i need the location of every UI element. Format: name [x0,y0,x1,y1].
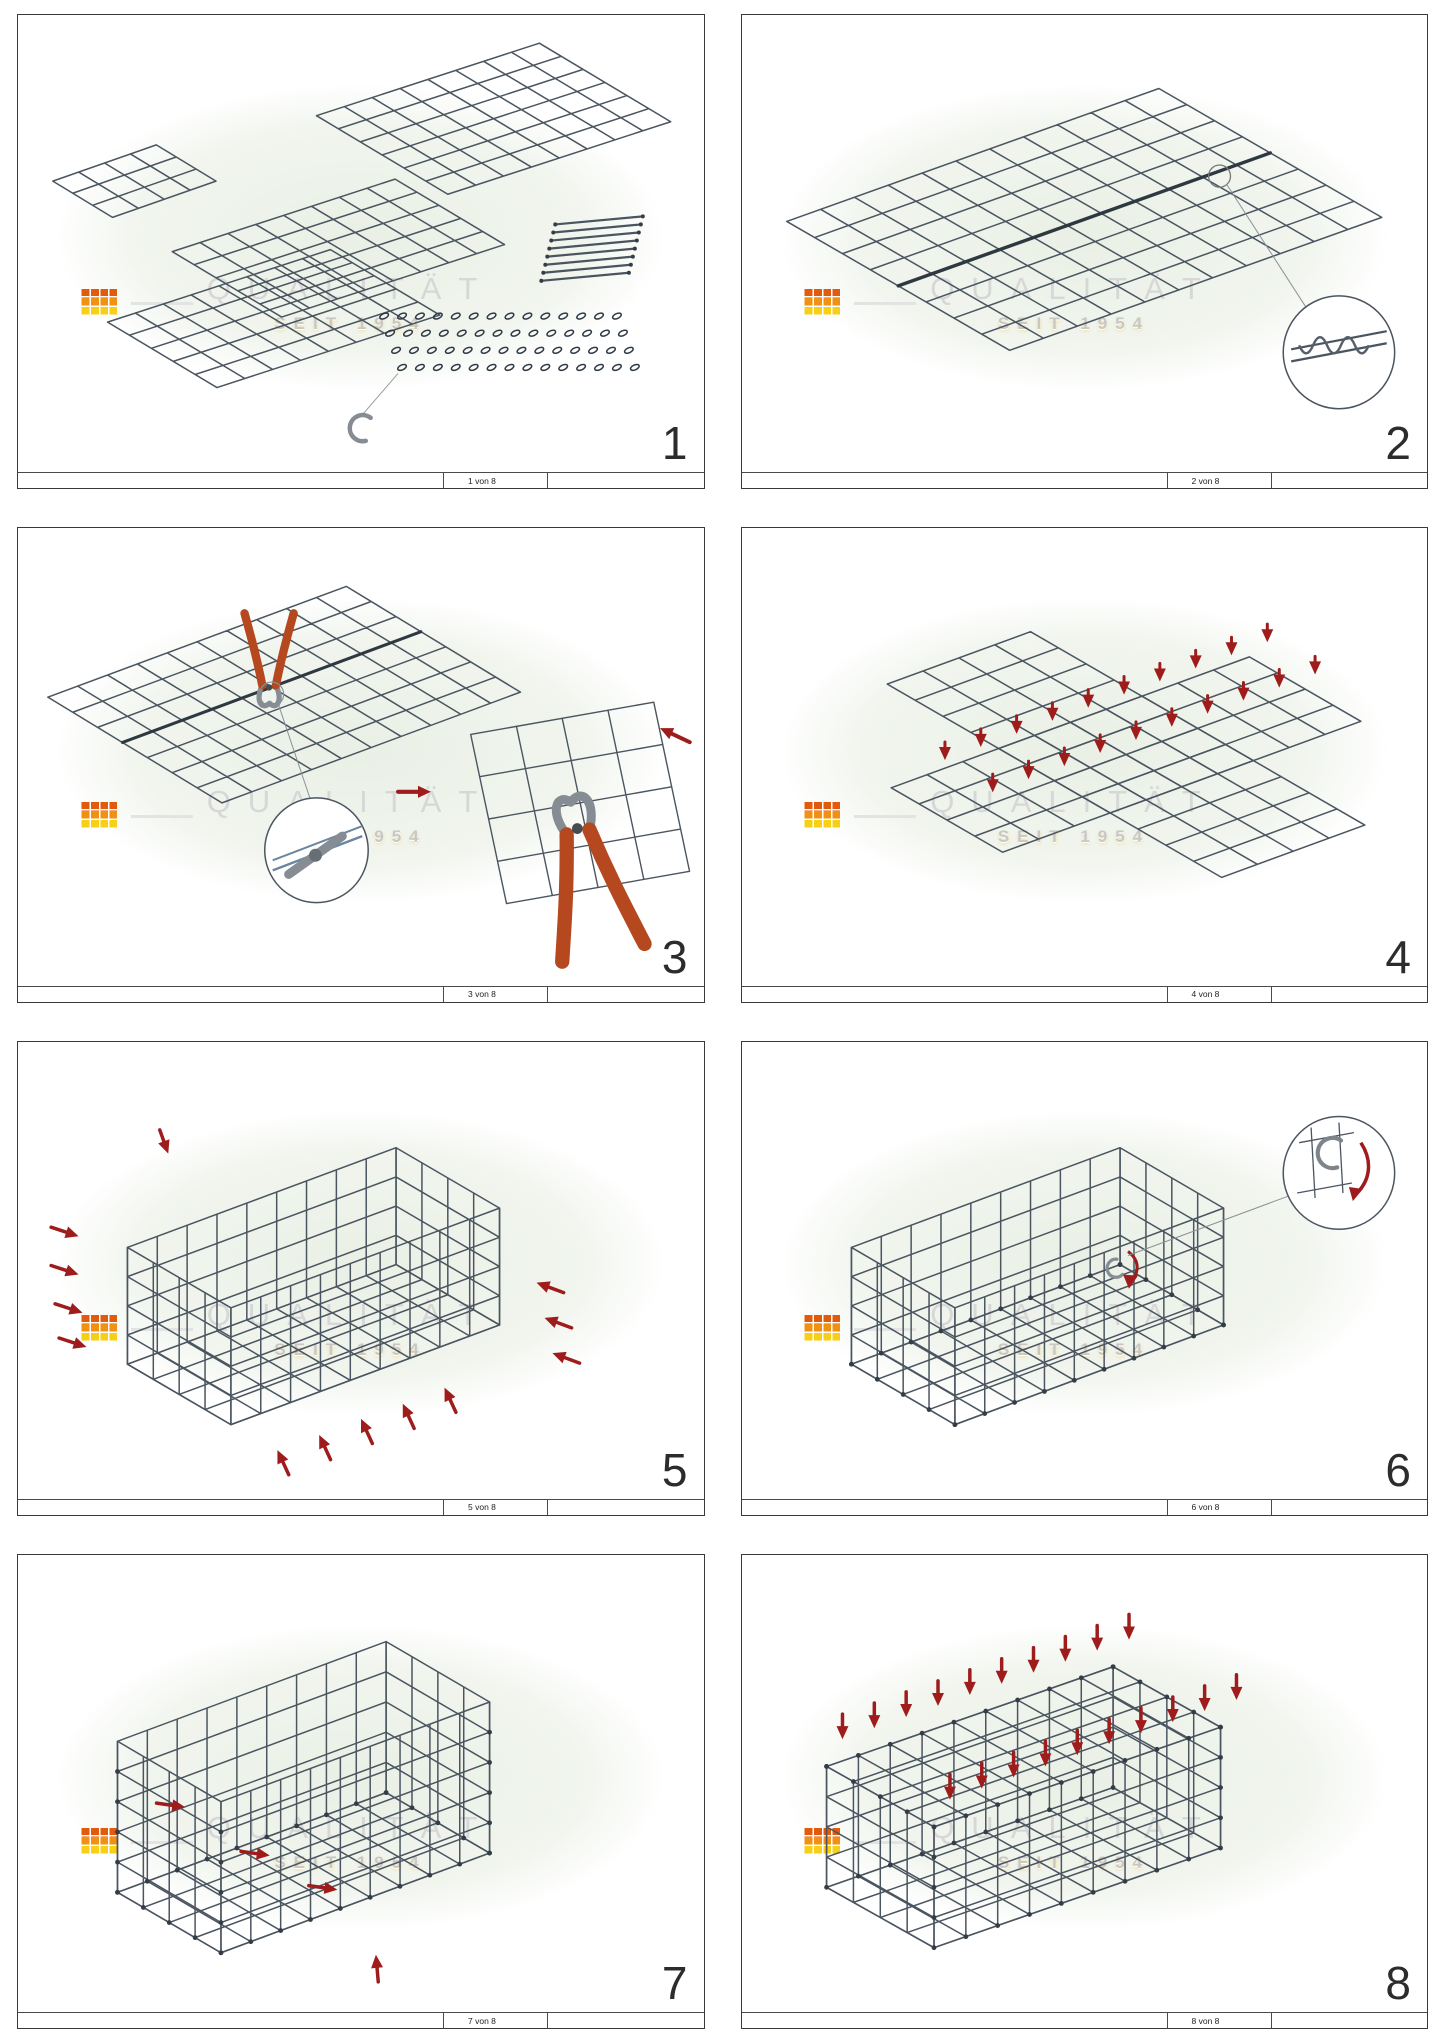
watermark-title: QUALITÄT [206,1297,495,1333]
step-panel-8: QUALITÄT SEIT 1954 8 8 von 8 [740,1553,1428,2029]
watermark-text: QUALITÄT SEIT 1954 [207,271,495,334]
watermark: QUALITÄT SEIT 1954 [79,271,642,334]
step-number: 7 [661,1957,688,2009]
step-number: 4 [1385,930,1411,983]
sheet-caption: 7 von 8 [468,2015,496,2026]
step-1-illustration [52,42,672,444]
step-number: 1 [661,417,688,470]
step-number: 3 [661,930,688,983]
sheet-caption: 5 von 8 [468,1502,496,1513]
watermark-title: QUALITÄT [930,783,1218,819]
brand-logo-icon [79,1828,117,1856]
brand-logo-icon [79,801,117,829]
brand-logo-icon [803,1315,841,1343]
brand-logo-icon [803,1828,841,1856]
watermark-divider [130,814,193,818]
sheet-caption-cell: 7 von 8 [443,2013,548,2028]
watermark-ellipse [782,599,1386,903]
title-block: 1 von 8 [18,472,704,489]
step-7-illustration [115,1640,492,1984]
brand-logo-icon [79,288,117,316]
sheet-caption-cell: 2 von 8 [1166,473,1272,489]
step-panel-4: QUALITÄT SEIT 1954 4 4 von 8 [740,527,1428,1003]
title-block: 2 von 8 [741,472,1427,489]
sheet-caption: 1 von 8 [468,475,496,486]
step-panel-7: QUALITÄT SEIT 1954 7 7 von 8 [17,1553,705,2029]
step-number: 8 [1385,1957,1411,2009]
sheet-caption: 4 von 8 [1191,989,1220,999]
watermark-divider [854,301,917,305]
sheet-caption-cell: 4 von 8 [1166,986,1272,1002]
sheet-caption-cell: 5 von 8 [443,1499,548,1515]
step-panel-6: QUALITÄT SEIT 1954 6 6 von 8 [740,1040,1428,1516]
step-panel-2: QUALITÄT SEIT 1954 2 2 von 8 [740,14,1428,490]
step-panel-5: QUALITÄT SEIT 1954 5 5 von 8 [17,1040,705,1516]
title-block: 6 von 8 [741,1498,1427,1515]
brand-logo-icon [79,1315,117,1343]
title-block: 5 von 8 [18,1498,704,1515]
step-number: 5 [661,1443,688,1496]
title-block: 3 von 8 [18,985,704,1002]
watermark-divider [130,301,193,305]
step-number: 2 [1385,417,1411,470]
title-block: 4 von 8 [741,985,1427,1002]
step-panel-3: QUALITÄT SEIT 1954 3 3 von 8 [17,527,705,1003]
title-block: 8 von 8 [741,2012,1427,2028]
sheet-caption: 8 von 8 [1191,2015,1220,2026]
watermark: QUALITÄT SEIT 1954 [79,1297,642,1360]
watermark-divider [130,1841,193,1845]
step-panel-1: QUALITÄT SEIT 1954 1 1 von 8 [17,14,705,490]
step-5-illustration [49,1127,582,1476]
watermark-title: QUALITÄT [206,1810,495,1846]
step-4-illustration [886,622,1366,879]
sheet-caption-cell: 3 von 8 [443,986,548,1002]
watermark-text: QUALITÄT SEIT 1954 [207,1297,495,1360]
watermark-divider [130,1328,193,1332]
watermark-subtitle: SEIT 1954 [997,1853,1151,1873]
watermark-divider [854,1841,917,1845]
step-8-illustration [823,1612,1242,1950]
watermark-subtitle: SEIT 1954 [274,313,427,333]
watermark-divider [854,814,917,818]
sheet-caption: 3 von 8 [468,989,496,999]
sheet-caption-cell: 6 von 8 [1166,1499,1272,1515]
brand-logo-icon [803,801,841,829]
sheet-caption-cell: 8 von 8 [1166,2013,1272,2028]
step-3-illustration [47,585,692,970]
title-block: 7 von 8 [18,2012,704,2028]
watermark-divider [854,1328,917,1332]
step-2-illustration [785,87,1395,410]
brand-logo-icon [803,288,841,316]
watermark-title: QUALITÄT [930,1297,1218,1333]
sheet-caption-cell: 1 von 8 [443,473,548,489]
sheet-caption: 2 von 8 [1191,475,1220,486]
step-number: 6 [1385,1443,1411,1496]
step-6-illustration [848,1115,1395,1427]
sheet-caption: 6 von 8 [1191,1502,1220,1513]
watermark-ellipse [59,1625,663,1929]
